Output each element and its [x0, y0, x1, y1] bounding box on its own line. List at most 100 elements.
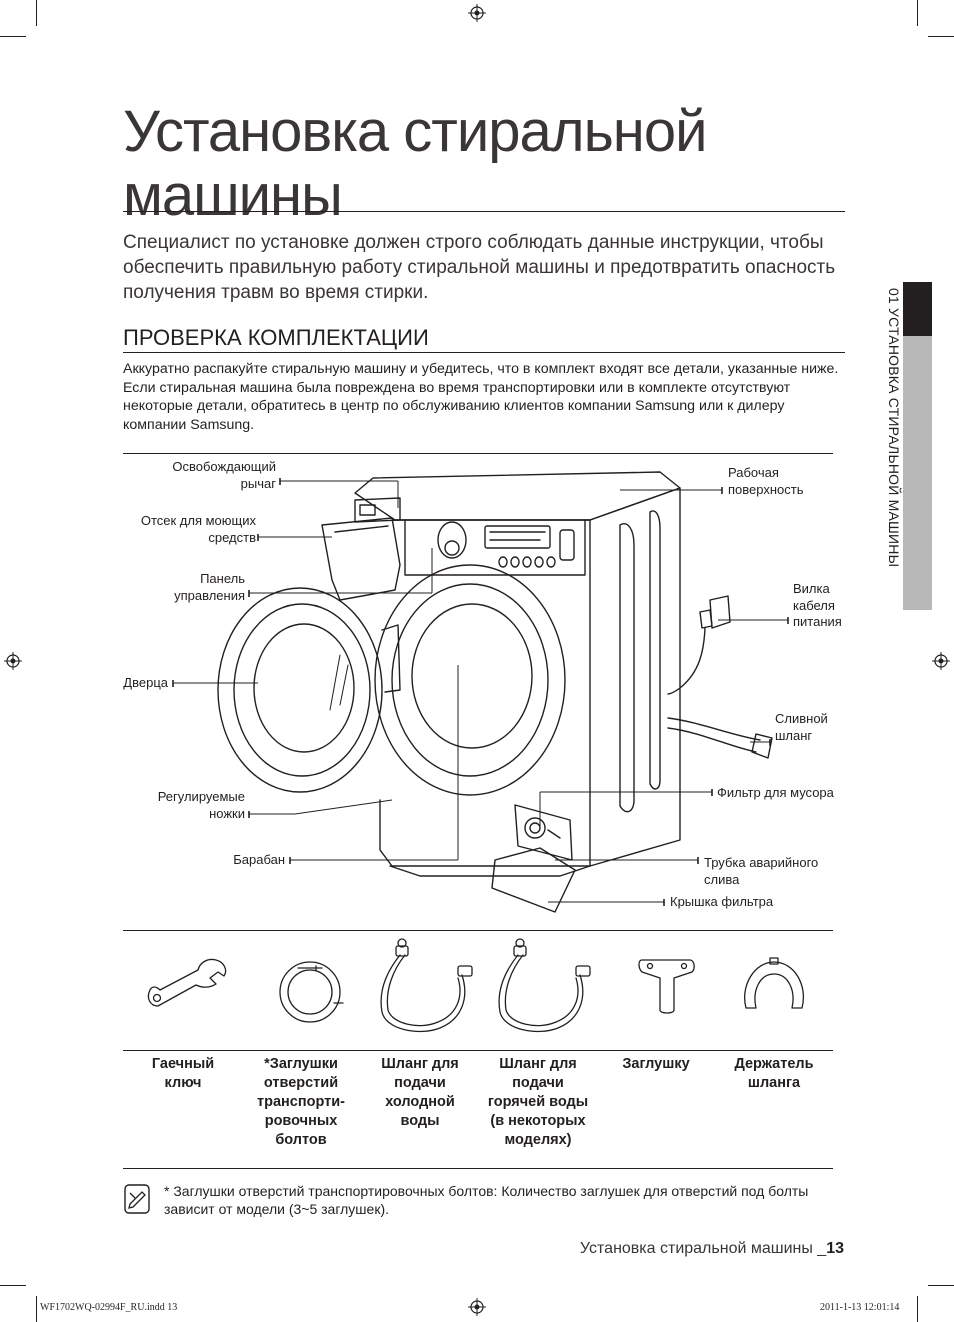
note-icon — [124, 1184, 150, 1214]
spanner-icon — [147, 958, 227, 1007]
label-worktop: Рабочая поверхность — [728, 465, 838, 498]
registration-mark-icon — [4, 652, 22, 670]
registration-mark-icon — [468, 1298, 486, 1316]
label-line: Крышка фильтра — [670, 894, 774, 909]
label-line: кабеля — [793, 597, 835, 613]
label-line: рычаг — [240, 475, 276, 491]
note-text: * Заглушки отверстий транспортировочных … — [164, 1182, 844, 1218]
crop-mark — [0, 36, 26, 37]
crop-mark — [917, 0, 918, 26]
label-line: воды — [400, 1113, 440, 1129]
accessory-label-spanner: Гаечный ключ — [124, 1055, 242, 1093]
label-door: Дверца — [100, 675, 168, 692]
accessory-label-hose-guide: Держатель шланга — [715, 1055, 833, 1093]
page-title: Установка стиральной машины — [123, 100, 853, 228]
label-line: ножки — [209, 805, 245, 821]
section-heading: ПРОВЕРКА КОМПЛЕКТАЦИИ — [123, 325, 429, 350]
hot-water-hose-icon — [498, 938, 591, 1033]
note-bold: * Заглушки отверстий транспортировочных … — [164, 1183, 494, 1199]
crop-mark — [928, 1285, 954, 1286]
footer-text: Установка стиральной машины _ — [579, 1240, 827, 1257]
label-line: Шланг для — [499, 1056, 577, 1072]
label-control-panel: Панель управления — [140, 571, 245, 604]
accessory-label-hot-hose: Шланг для подачи горячей воды (в некотор… — [479, 1055, 597, 1150]
label-line: (в некоторых — [490, 1113, 586, 1129]
divider — [123, 211, 845, 212]
label-line: ключ — [164, 1075, 202, 1091]
accessory-label-cold-hose: Шланг для подачи холодной воды — [361, 1055, 479, 1131]
label-line: Фильтр для мусора — [717, 785, 834, 800]
label-line: Рабочая — [728, 465, 779, 480]
label-drain-hose: Сливной шланг — [775, 711, 845, 744]
divider — [123, 1050, 833, 1051]
crop-mark — [36, 1296, 37, 1322]
label-line: шланга — [747, 1075, 801, 1091]
label-line: подачи — [512, 1075, 564, 1091]
divider — [123, 930, 833, 931]
label-line: подачи — [394, 1075, 446, 1091]
label-debris-filter: Фильтр для мусора — [717, 785, 857, 802]
label-line: Заглушку — [622, 1056, 690, 1072]
intro-text: Специалист по установке должен строго со… — [123, 232, 836, 303]
page-title-line: Установка стиральной — [123, 99, 707, 164]
label-detergent-drawer: Отсек для моющих средств — [110, 513, 256, 546]
print-slug-file: WF1702WQ-02994F_RU.indd 13 — [40, 1302, 178, 1313]
plug-cap-icon — [638, 959, 695, 1014]
label-release-lever: Освобождающий рычаг — [140, 459, 276, 492]
side-tab-label: 01 УСТАНОВКА СТИРАЛЬНОЙ МАШИНЫ — [886, 288, 902, 568]
section-paragraph: Аккуратно распакуйте стиральную машину и… — [123, 361, 839, 433]
label-drum: Барабан — [190, 852, 285, 869]
label-line: *Заглушки — [264, 1056, 338, 1072]
label-line: отверстий — [263, 1075, 339, 1091]
side-tab-background — [903, 336, 932, 610]
label-emergency-drain-tube: Трубка аварийного слива — [704, 855, 844, 888]
label-line: управления — [174, 587, 245, 603]
label-line: поверхность — [728, 481, 804, 497]
label-line: Отсек для моющих — [140, 513, 256, 528]
label-adjustable-feet: Регулируемые ножки — [130, 789, 245, 822]
label-line: Дверца — [123, 675, 168, 690]
print-slug-date: 2011-1-13 12:01:14 — [820, 1302, 900, 1313]
crop-mark — [928, 36, 954, 37]
label-line: Трубка аварийного — [704, 855, 819, 870]
label-line: Гаечный — [151, 1056, 215, 1072]
label-line: холодной — [385, 1094, 455, 1110]
label-line: шланг — [775, 727, 813, 743]
page-number: 13 — [826, 1240, 844, 1257]
divider — [123, 1168, 833, 1169]
label-filter-cover: Крышка фильтра — [670, 894, 800, 911]
label-line: слива — [704, 871, 740, 887]
page-title-line: машины — [123, 163, 343, 228]
bolt-hole-cap-icon — [279, 961, 344, 1023]
registration-mark-icon — [932, 652, 950, 670]
label-line: Освобождающий — [172, 459, 276, 474]
side-tab-marker — [903, 282, 932, 336]
label-line: моделях) — [504, 1132, 572, 1148]
registration-mark-icon — [468, 4, 486, 22]
label-line: транспорти- — [257, 1094, 345, 1110]
label-line: Шланг для — [381, 1056, 459, 1072]
label-line: Барабан — [233, 852, 285, 867]
label-line: горячей воды — [487, 1094, 589, 1110]
label-line: средств — [208, 529, 256, 545]
divider — [123, 453, 833, 454]
label-line: болтов — [275, 1132, 327, 1148]
label-line: ровочных — [264, 1113, 338, 1129]
label-line: Регулируемые — [157, 789, 245, 804]
label-line: Сливной — [775, 711, 828, 726]
accessory-label-bolt-caps: *Заглушки отверстий транспорти- ровочных… — [242, 1055, 360, 1150]
label-power-plug: Вилка кабеля питания — [793, 581, 863, 631]
label-line: Панель — [200, 571, 245, 586]
label-line: питания — [793, 614, 842, 629]
crop-mark — [0, 1285, 26, 1286]
crop-mark — [36, 0, 37, 26]
hose-guide-icon — [744, 957, 804, 1009]
page-footer: Установка стиральной машины _13 — [580, 1240, 844, 1258]
label-line: Держатель — [734, 1056, 814, 1072]
cold-water-hose-icon — [380, 938, 473, 1033]
accessory-label-plug-cap: Заглушку — [597, 1055, 715, 1074]
note-body: : Количество заглушек для отверстий под … — [164, 1183, 809, 1217]
divider — [123, 352, 845, 353]
crop-mark — [917, 1296, 918, 1322]
label-line: Вилка — [793, 581, 830, 596]
